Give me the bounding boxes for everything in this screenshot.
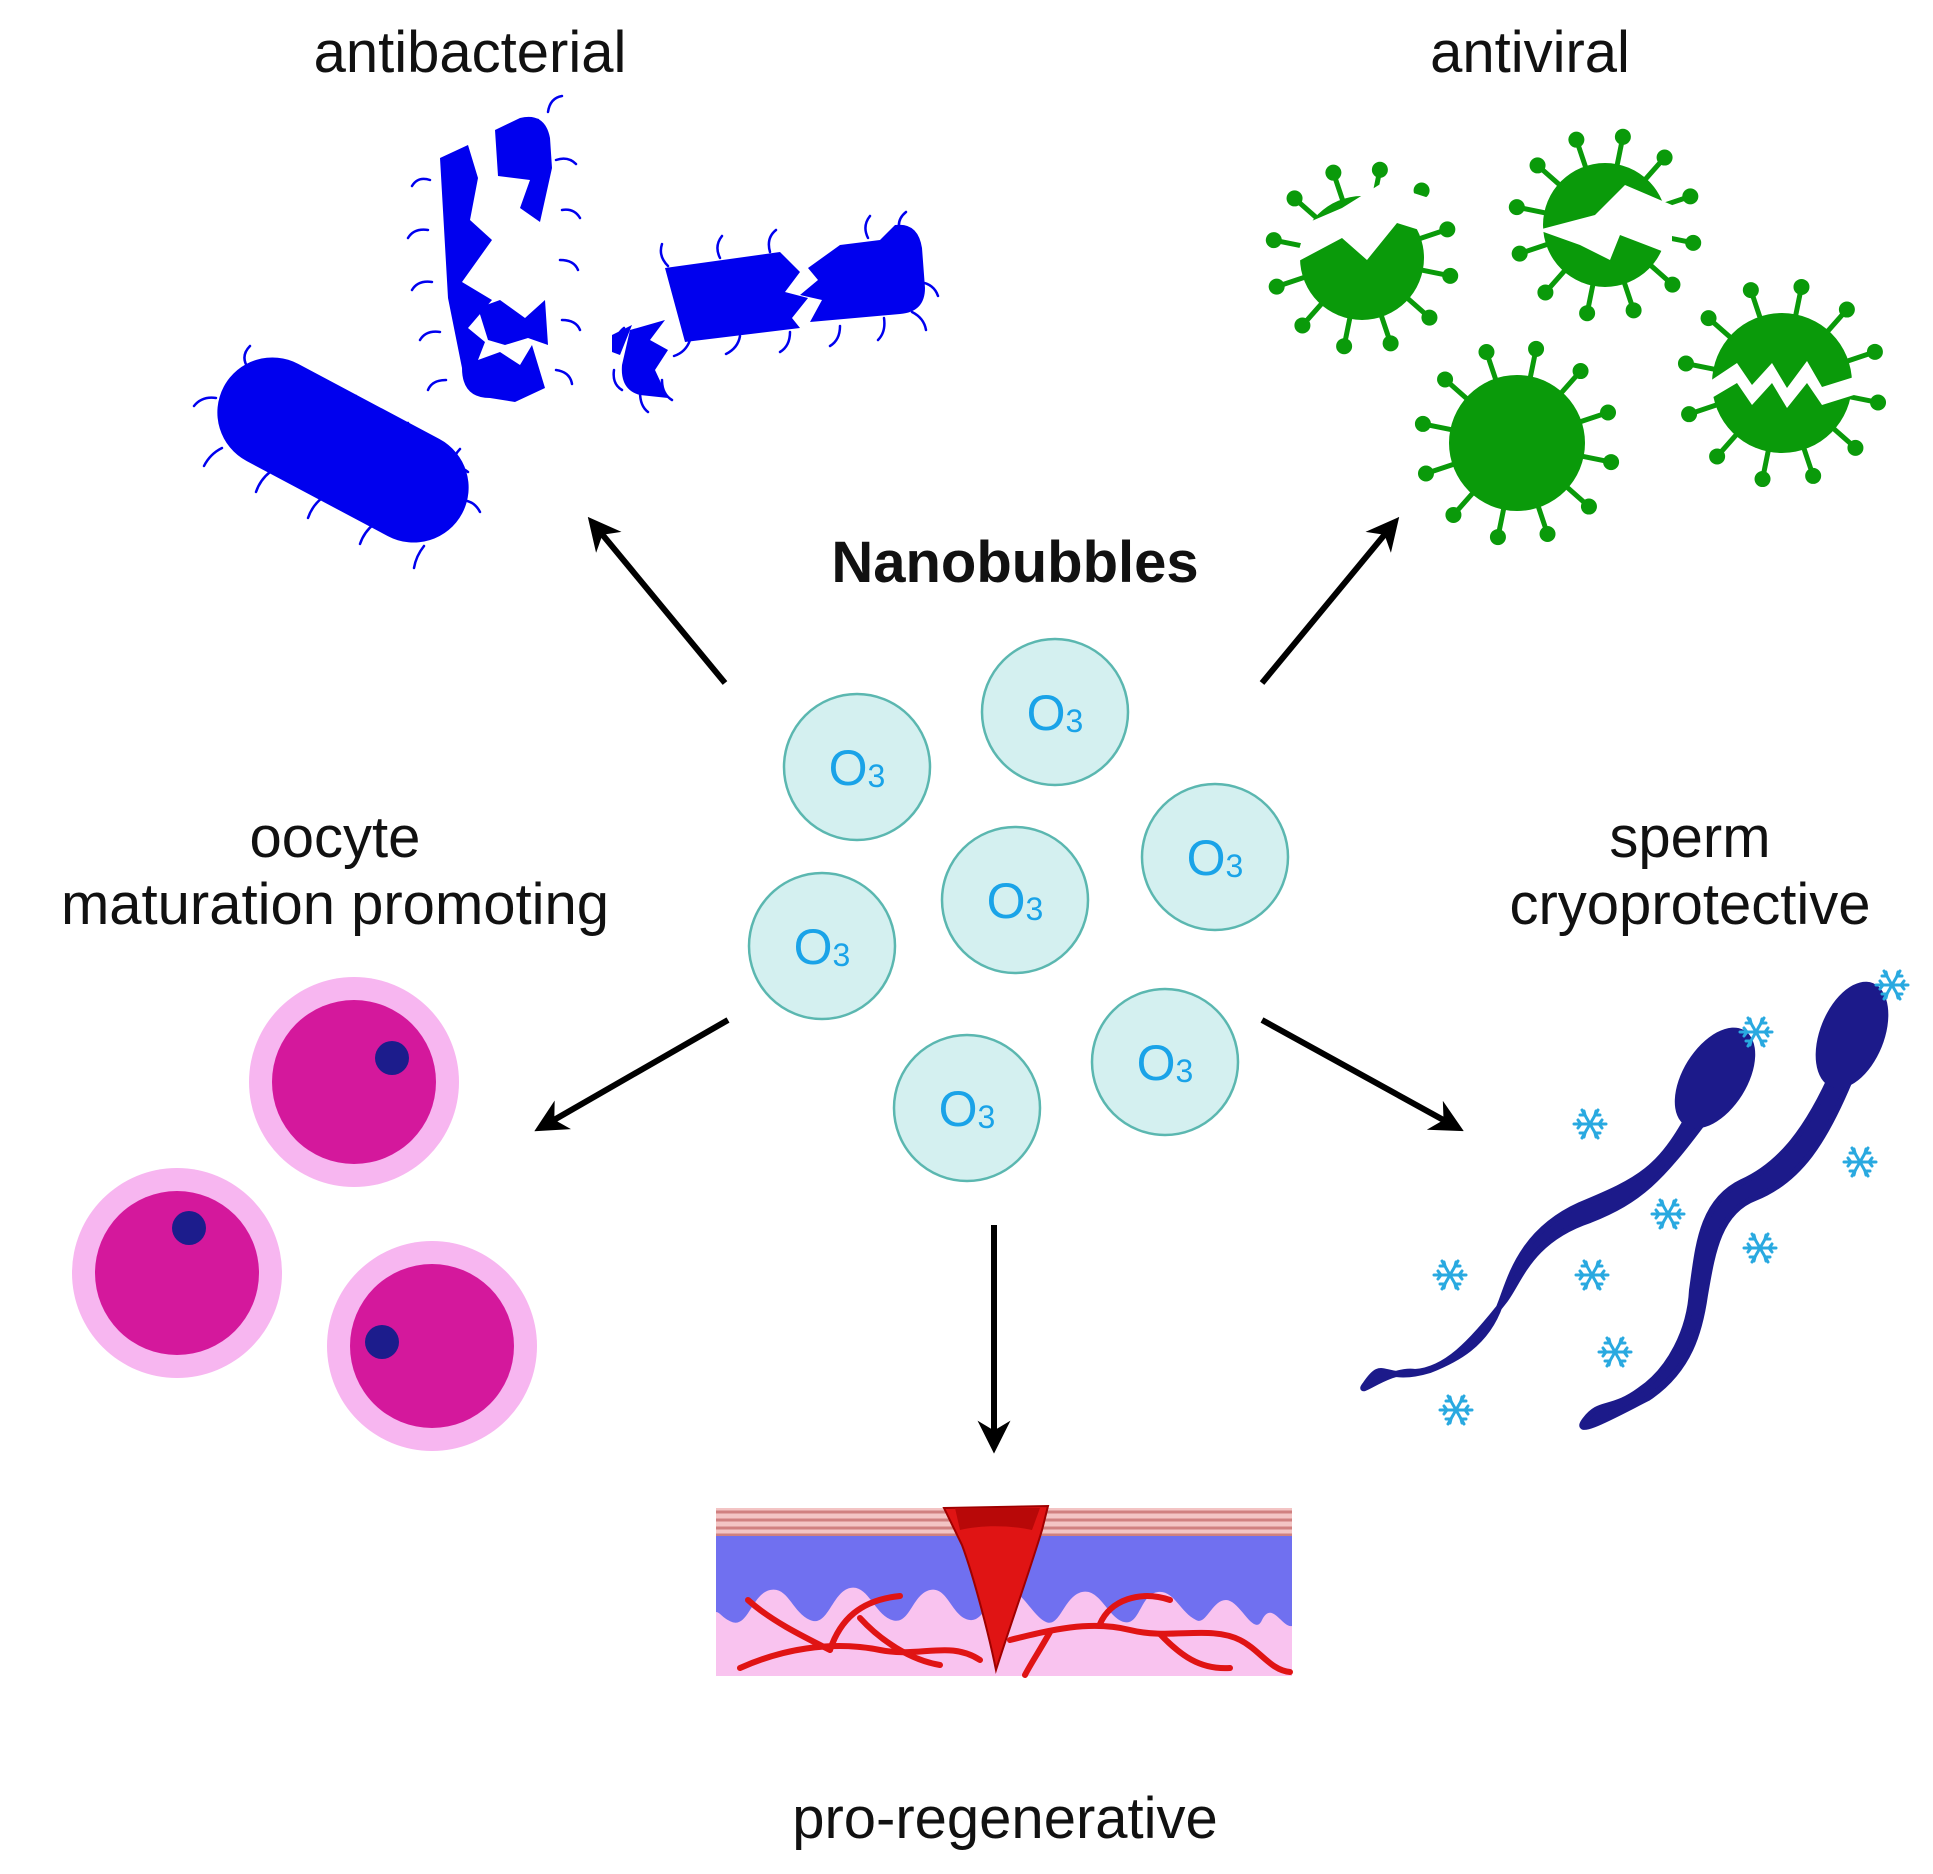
o3-label: O3	[939, 1081, 996, 1137]
o3-label: O3	[1187, 830, 1244, 886]
virus-icon	[1508, 128, 1702, 322]
nanobubble-icon	[892, 1033, 1042, 1183]
oocyte-icon	[249, 977, 459, 1187]
o3-label: O3	[794, 919, 851, 975]
oocyte-icon	[72, 1168, 282, 1378]
o3-label: O3	[1137, 1035, 1194, 1091]
o3-labels: O3 O3 O3 O3 O3 O3 O3	[794, 685, 1244, 1137]
label-sperm: sperm cryoprotective	[1460, 805, 1920, 938]
label-oocyte-line1: oocyte	[249, 805, 421, 870]
sperm-group	[1360, 969, 1910, 1430]
virus-icon	[1677, 278, 1887, 488]
bacteria-icon	[406, 94, 582, 402]
o3-label: O3	[829, 740, 886, 796]
virus-icon	[1265, 161, 1459, 355]
sperm-icon	[1360, 1027, 1756, 1392]
nanobubble-icon	[980, 637, 1130, 787]
o3-label: O3	[987, 873, 1044, 929]
label-antibacterial: antibacterial	[313, 20, 627, 85]
nanobubble-icon	[1090, 987, 1240, 1137]
nanobubble-cluster	[747, 637, 1290, 1183]
label-oocyte: oocyte maturation promoting	[10, 805, 660, 938]
diagram-title: Nanobubbles	[831, 530, 1199, 595]
virus-icon	[1414, 340, 1620, 546]
skin-wound-icon	[716, 1504, 1293, 1678]
nanobubble-icon	[782, 692, 932, 842]
label-sperm-line1: sperm	[1609, 805, 1771, 870]
oocyte-icon	[327, 1241, 537, 1451]
nanobubble-icon	[940, 825, 1090, 975]
o3-label: O3	[1027, 685, 1084, 741]
label-antiviral: antiviral	[1430, 20, 1630, 85]
arrow-to-sperm	[1260, 1017, 1464, 1132]
bacteria-icon	[192, 344, 482, 570]
nanobubble-icon	[1140, 782, 1290, 932]
oocyte-group	[72, 977, 537, 1451]
bacteria-icon	[612, 210, 940, 414]
arrow-to-antiviral	[1259, 516, 1400, 685]
arrows	[534, 516, 1464, 1454]
arrow-to-oocyte	[534, 1017, 730, 1132]
label-regenerative: pro-regenerative	[792, 1786, 1218, 1851]
label-sperm-line2: cryoprotective	[1509, 871, 1871, 937]
sperm-icon	[1579, 981, 1889, 1430]
nanobubble-icon	[747, 871, 897, 1021]
arrow-to-antibacterial	[587, 516, 728, 685]
label-oocyte-line2: maturation promoting	[60, 871, 610, 937]
bacteria-group	[192, 94, 940, 570]
virus-group	[1265, 128, 1887, 546]
